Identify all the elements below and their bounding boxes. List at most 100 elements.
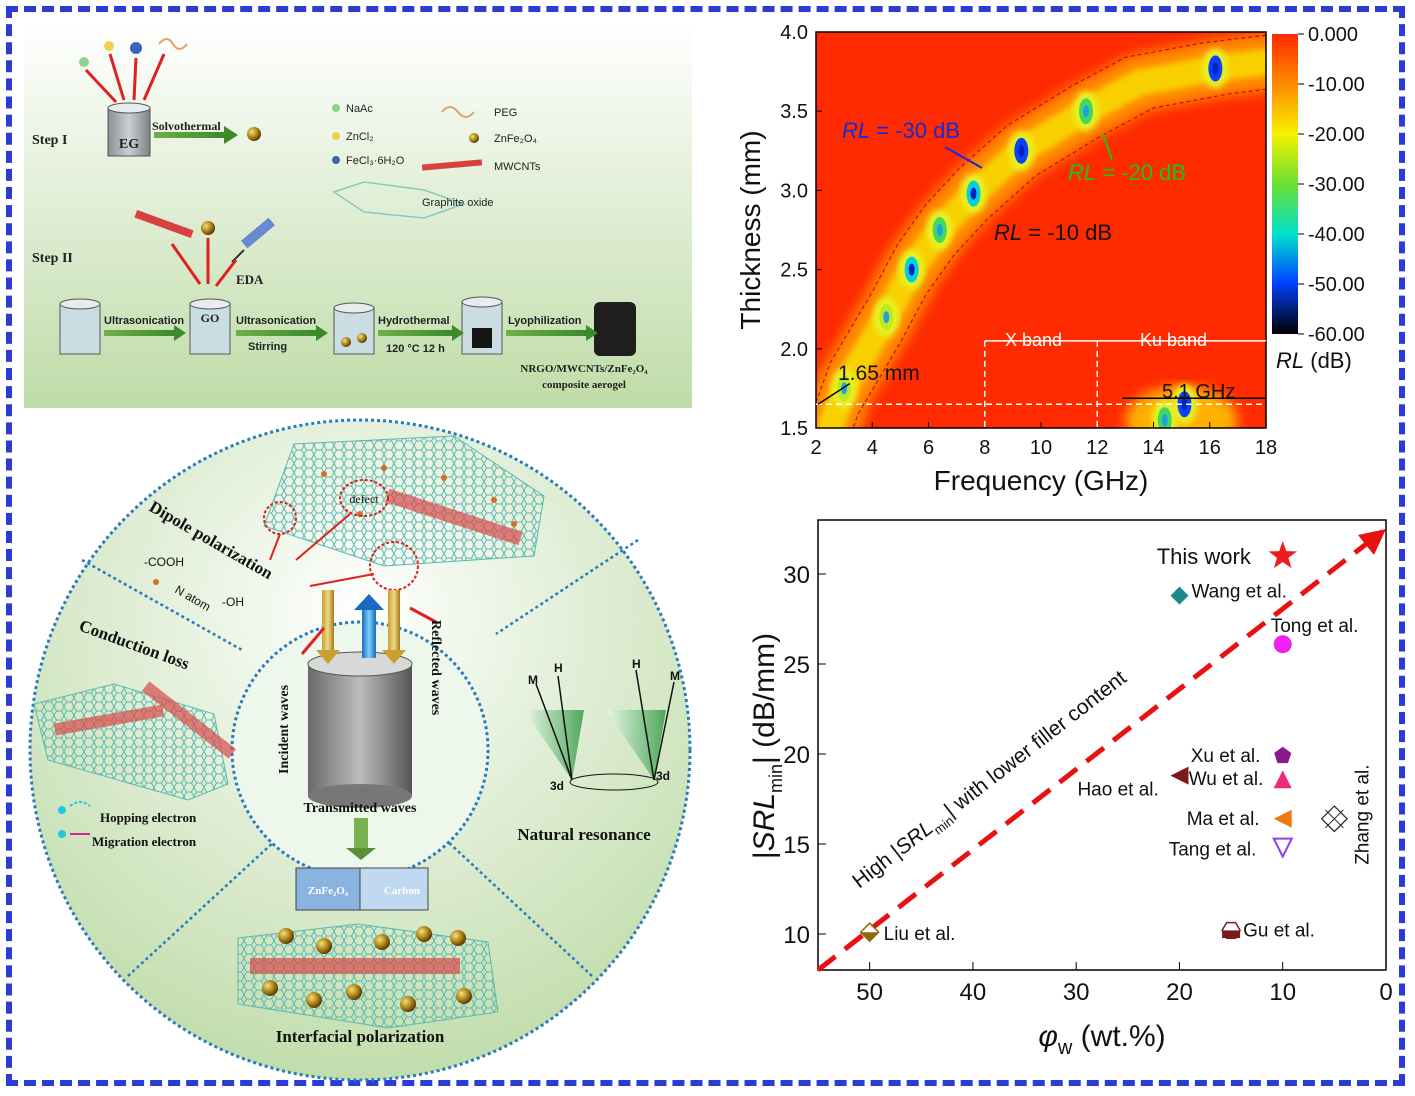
- product-label-line1: NRGO/MWCNTs/ZnFe₂O₄: [520, 363, 648, 375]
- y-tick-label: 3.0: [780, 180, 808, 202]
- data-label: Gu et al.: [1243, 920, 1315, 941]
- data-point: [1170, 766, 1189, 785]
- 3d-label-left: 3d: [550, 779, 564, 793]
- srl-scatter-chart: High |SRLmin| with lower filler content …: [748, 519, 1393, 1059]
- svg-text:ZnCl₂: ZnCl₂: [346, 131, 374, 143]
- m-label-left: M: [528, 673, 538, 687]
- rl10-annotation: RL = -10 dB: [994, 220, 1112, 245]
- x-tick-label: 2: [810, 437, 821, 459]
- step-1-label: Step I: [32, 133, 67, 148]
- y-tick-label: 10: [783, 922, 810, 949]
- natural-resonance-title: Natural resonance: [517, 825, 651, 844]
- svg-text:ZnFe₂O₄: ZnFe₂O₄: [494, 133, 538, 145]
- y-axis-ticks: 1.52.02.53.03.54.0: [780, 22, 822, 440]
- zncl2-ball: [104, 41, 114, 51]
- data-point: [1272, 837, 1294, 859]
- rl-minimum-core: [841, 382, 848, 395]
- rl-minimum-core: [1018, 144, 1025, 157]
- svg-text:Carbon: Carbon: [384, 885, 420, 897]
- syringe-icon: [231, 217, 276, 263]
- data-point-fill: [860, 932, 879, 942]
- data-point: [1273, 635, 1292, 654]
- n-atoms-top: [321, 465, 517, 527]
- colorbar-tick-label: 0.000: [1308, 24, 1358, 46]
- reflected-waves-label: Reflected waves: [428, 620, 443, 716]
- znfe2o4-ball: [201, 221, 215, 235]
- svg-text:EG: EG: [119, 137, 139, 152]
- rl-minimum-core: [1181, 398, 1188, 411]
- rl-minimum-core: [936, 224, 943, 236]
- defect-label: defect: [349, 492, 379, 506]
- data-point: [1268, 541, 1297, 569]
- colorbar-tick-label: -20.00: [1308, 124, 1365, 146]
- svg-text:Stirring: Stirring: [248, 341, 287, 353]
- mechanism-panel: defect Dipole polarization -COOH -OH N a…: [28, 418, 692, 1082]
- heatmap-area: [816, 32, 1266, 428]
- interfacial-polarization-title: Interfacial polarization: [276, 1027, 445, 1046]
- y-tick-label: 20: [783, 742, 810, 769]
- y-tick-label: 2.5: [780, 260, 808, 282]
- x-tick-label: 10: [1269, 979, 1296, 1006]
- y-tick-label: 2.0: [780, 339, 808, 361]
- data-points: [859, 541, 1348, 943]
- svg-text:ZnFe₂O₄: ZnFe₂O₄: [308, 885, 349, 897]
- aerogel-block: [594, 302, 636, 356]
- dashed-frame: [6, 6, 1405, 1086]
- eg-beaker: EG: [107, 102, 151, 157]
- reagent-arrows: [84, 53, 166, 104]
- synthesis-scheme-panel: EG Step I Solvothermal NaAc ZnCl₂ FeCl₃·…: [24, 22, 692, 408]
- rl-minimum-core: [1212, 62, 1219, 75]
- mwcnt-top: [385, 488, 523, 546]
- x-axis-title: φw (wt.%): [1038, 1020, 1165, 1059]
- scheme-legend: NaAc ZnCl₂ FeCl₃·6H₂O PEG ZnFe₂O₄ MWCNTs…: [332, 103, 541, 219]
- solvothermal-arrow: [154, 132, 224, 138]
- data-label: This work: [1157, 544, 1252, 569]
- x-tick-label: 6: [923, 437, 934, 459]
- step-2-label: Step II: [32, 251, 73, 266]
- rl20-pointer: [1102, 133, 1113, 161]
- sector-dividers: [81, 538, 639, 977]
- h-label-left: H: [554, 661, 563, 675]
- znfe-particles: [262, 926, 472, 1012]
- colorbar-tick-label: -10.00: [1308, 74, 1365, 96]
- colorbar-tick-label: -60.00: [1308, 324, 1365, 346]
- rl-minimum-core: [970, 187, 977, 200]
- svg-text:GO: GO: [201, 311, 220, 325]
- y-tick-label: 1.5: [780, 418, 808, 440]
- mwcnt-bottom: [250, 958, 460, 974]
- znfe2o4-product-ball: [247, 127, 261, 141]
- interface-box: ZnFe₂O₄ Carbon: [295, 867, 429, 911]
- data-label: Zhang et al.: [1352, 764, 1373, 864]
- svg-text:Hydrothermal: Hydrothermal: [378, 315, 450, 327]
- colorbar-title: RL (dB): [1276, 348, 1352, 373]
- transmitted-waves-label: Transmitted waves: [304, 801, 417, 816]
- x-tick-label: 50: [856, 979, 883, 1006]
- rl30-pointer: [944, 146, 983, 169]
- step2-arrows: [170, 238, 238, 287]
- x-tick-label: 20: [1166, 979, 1193, 1006]
- data-label: Liu et al.: [884, 924, 956, 945]
- migration-legend: Migration electron: [58, 830, 197, 849]
- x-tick-label: 16: [1199, 437, 1221, 459]
- x-tick-label: 40: [960, 979, 987, 1006]
- data-label: Ma et al.: [1187, 809, 1260, 830]
- solvothermal-label: Solvothermal: [152, 119, 221, 133]
- graphene-sheet-bottom: [237, 923, 499, 1029]
- data-label: Wu et al.: [1189, 769, 1264, 790]
- svg-text:Migration electron: Migration electron: [92, 834, 197, 849]
- x-tick-label: 8: [979, 437, 990, 459]
- x-band-label: X band: [1005, 330, 1062, 350]
- y-tick-label: 30: [783, 562, 810, 589]
- x-tick-label: 12: [1086, 437, 1108, 459]
- colorbar-tick-label: -50.00: [1308, 274, 1365, 296]
- data-label: Wang et al.: [1191, 582, 1286, 603]
- x-tick-label: 4: [867, 437, 878, 459]
- svg-text:120 °C 12 h: 120 °C 12 h: [386, 343, 445, 355]
- svg-text:PEG: PEG: [494, 107, 517, 119]
- x-tick-label: 30: [1063, 979, 1090, 1006]
- trend-line: [816, 539, 1372, 972]
- data-point: [1273, 770, 1292, 789]
- x-tick-label: 0: [1379, 979, 1392, 1006]
